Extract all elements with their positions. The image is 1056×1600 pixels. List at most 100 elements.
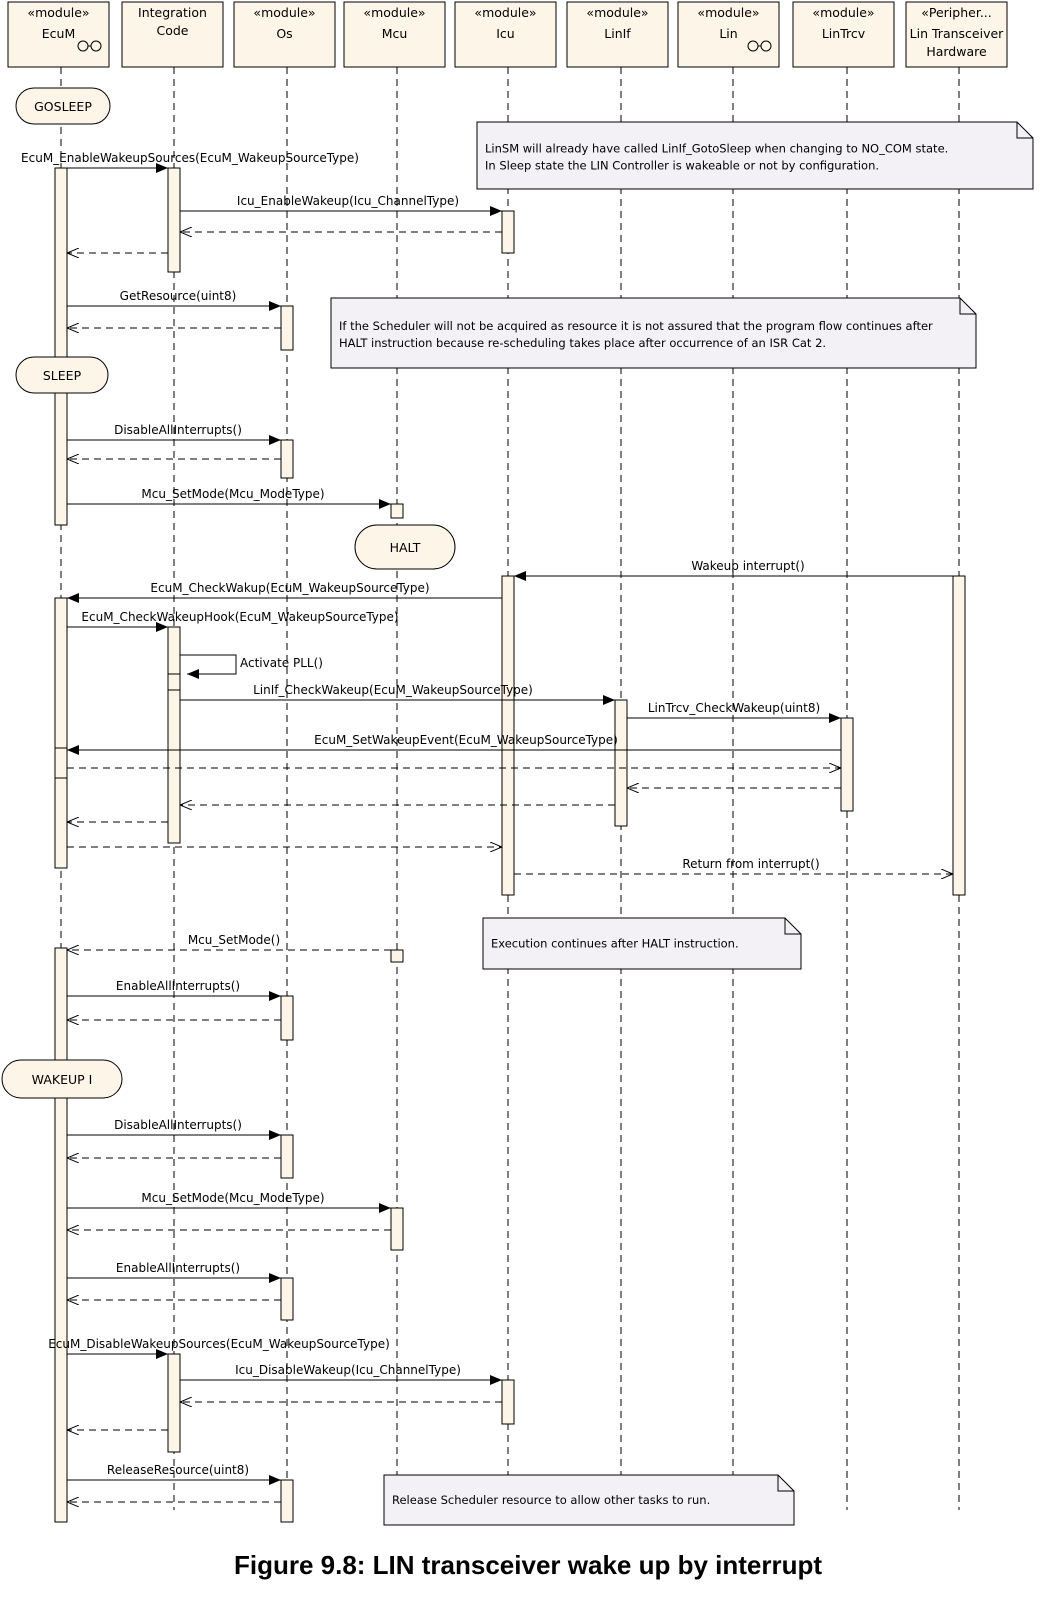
message-label: Mcu_SetMode() xyxy=(188,933,280,947)
lifeline-header-mcu[interactable]: «module»Mcu xyxy=(343,1,446,68)
message-label: Mcu_SetMode(Mcu_ModeType) xyxy=(141,1191,324,1205)
message-label: DisableAllInterrupts() xyxy=(114,1118,242,1132)
msg-disable-all-interrupts: DisableAllInterrupts() xyxy=(67,423,281,445)
activation-bar xyxy=(280,1479,294,1523)
lifeline-header-lintrcv[interactable]: «module»LinTrcv xyxy=(792,1,895,68)
msg-activate-pll: Activate PLL() xyxy=(180,654,323,679)
message-label: LinTrcv_CheckWakeup(uint8) xyxy=(648,701,820,715)
sequence-diagram: «module»EcuMIntegrationCode«module»Os«mo… xyxy=(1,1,1034,1526)
lifeline-name: Os xyxy=(276,26,292,41)
msg-mcu-set-mode-2: Mcu_SetMode(Mcu_ModeType) xyxy=(67,1191,391,1213)
msg-icu-disable-wakeup: Icu_DisableWakeup(Icu_ChannelType) xyxy=(180,1363,502,1385)
msg-lintrcv-check-wakeup: LinTrcv_CheckWakeup(uint8) xyxy=(627,701,841,723)
msg-disable-wakeup-sources: EcuM_DisableWakeupSources(EcuM_WakeupSou… xyxy=(48,1337,390,1359)
lifeline-stereotype: «module» xyxy=(586,5,648,20)
state-shape xyxy=(354,524,456,570)
activation-bar xyxy=(390,1207,404,1251)
message-label: EnableAllInterrupts() xyxy=(116,1261,240,1275)
note-text: In Sleep state the LIN Controller is wak… xyxy=(485,159,879,173)
lifeline-header-ecum[interactable]: «module»EcuM xyxy=(7,1,110,68)
lifeline-box xyxy=(7,1,110,68)
activation-bar xyxy=(501,1379,515,1425)
activation-bar xyxy=(167,626,181,844)
activation-bar xyxy=(501,575,515,896)
lifeline-box xyxy=(121,1,224,68)
activation-bar xyxy=(54,597,68,869)
note-fold xyxy=(959,298,976,315)
message-label: LinIf_CheckWakeup(EcuM_WakeupSourceType) xyxy=(253,683,533,697)
lifeline-box xyxy=(905,1,1008,68)
activation-bar xyxy=(952,575,966,896)
self-call-arrow xyxy=(180,654,237,679)
lifeline-stereotype: «module» xyxy=(27,5,89,20)
note-fold xyxy=(784,918,801,935)
msg-mcu-set-mode-return: Mcu_SetMode() xyxy=(67,933,391,950)
msg-enable-all-interrupts-2: EnableAllInterrupts() xyxy=(67,1261,281,1283)
state-label: GOSLEEP xyxy=(34,99,92,114)
lifeline-stereotype: «module» xyxy=(812,5,874,20)
activation-bar xyxy=(280,1134,294,1179)
lifeline-name: Code xyxy=(156,23,188,38)
component-icon xyxy=(747,40,772,52)
state-shape xyxy=(15,87,111,125)
msg-disable-all-interrupts-2: DisableAllInterrupts() xyxy=(67,1118,281,1140)
note-text: Execution continues after HALT instructi… xyxy=(491,937,739,951)
state-label: SLEEP xyxy=(43,368,82,383)
message-label: ReleaseResource(uint8) xyxy=(107,1463,249,1477)
lifeline-name: Hardware xyxy=(926,44,987,59)
msg-return-from-interrupt: Return from interrupt() xyxy=(514,857,953,874)
note-text: LinSM will already have called LinIf_Got… xyxy=(485,142,948,156)
note-2: If the Scheduler will not be acquired as… xyxy=(330,297,977,369)
message-label: Icu_DisableWakeup(Icu_ChannelType) xyxy=(235,1363,461,1377)
note-text: If the Scheduler will not be acquired as… xyxy=(339,319,933,333)
note-1: LinSM will already have called LinIf_Got… xyxy=(476,121,1034,190)
note-text: HALT instruction because re-scheduling t… xyxy=(339,336,826,350)
lifeline-name: Lin Transceiver xyxy=(910,26,1004,41)
state-sleep: SLEEP xyxy=(15,356,109,394)
state-halt: HALT xyxy=(354,524,456,570)
activation-bar xyxy=(167,1353,181,1453)
message-label: EcuM_SetWakeupEvent(EcuM_WakeupSourceTyp… xyxy=(314,733,618,747)
msg-enable-all-interrupts: EnableAllInterrupts() xyxy=(67,979,281,1001)
state-shape xyxy=(1,1059,123,1099)
message-label: DisableAllInterrupts() xyxy=(114,423,242,437)
activation-bar xyxy=(390,949,404,963)
lifeline-header-lin[interactable]: «module»Lin xyxy=(677,1,780,68)
activation-bar xyxy=(167,167,181,273)
message-label: EnableAllInterrupts() xyxy=(116,979,240,993)
lifeline-stereotype: «module» xyxy=(253,5,315,20)
component-icon xyxy=(77,40,102,52)
lifeline-box xyxy=(792,1,895,68)
note-body xyxy=(482,917,802,970)
lifeline-box xyxy=(343,1,446,68)
note-3: Execution continues after HALT instructi… xyxy=(482,917,802,970)
msg-mcu-set-mode: Mcu_SetMode(Mcu_ModeType) xyxy=(67,487,391,509)
msg-linif-check-wakeup: LinIf_CheckWakeup(EcuM_WakeupSourceType) xyxy=(180,683,615,705)
msg-get-resource: GetResource(uint8) xyxy=(67,289,281,311)
lifeline-header-os[interactable]: «module» Os xyxy=(233,1,336,68)
state-label: HALT xyxy=(390,540,421,555)
lifeline-header-icu[interactable]: «module»Icu xyxy=(454,1,557,68)
activation-bar xyxy=(54,167,68,526)
msg-icu-enable-wakeup: Icu_EnableWakeup(Icu_ChannelType) xyxy=(180,194,502,216)
msg-enable-wakeup-sources: EcuM_EnableWakeupSources(EcuM_WakeupSour… xyxy=(21,151,359,173)
lifeline-name: LinIf xyxy=(604,26,631,41)
figure-caption: Figure 9.8: LIN transceiver wake up by i… xyxy=(233,1550,823,1580)
lifeline-name: Icu xyxy=(496,26,514,41)
lifeline-box xyxy=(233,1,336,68)
lifeline-header-linif[interactable]: «module» LinIf xyxy=(566,1,669,68)
lifeline-box xyxy=(566,1,669,68)
lifeline-box xyxy=(677,1,780,68)
lifeline-stereotype: «Peripher... xyxy=(921,5,992,20)
message-label: EcuM_DisableWakeupSources(EcuM_WakeupSou… xyxy=(48,1337,390,1351)
note-fold xyxy=(1016,122,1033,139)
msg-wakeup-interrupt: Wakeup interrupt() xyxy=(514,559,953,581)
state-label: WAKEUP I xyxy=(32,1072,93,1087)
msg-ecum-check-wakeup: EcuM_CheckWakup(EcuM_WakeupSourceType) xyxy=(67,581,502,603)
lifeline-name: Lin xyxy=(719,26,737,41)
message-label: Return from interrupt() xyxy=(682,857,819,871)
lifeline-box xyxy=(454,1,557,68)
activation-bar xyxy=(280,995,294,1041)
